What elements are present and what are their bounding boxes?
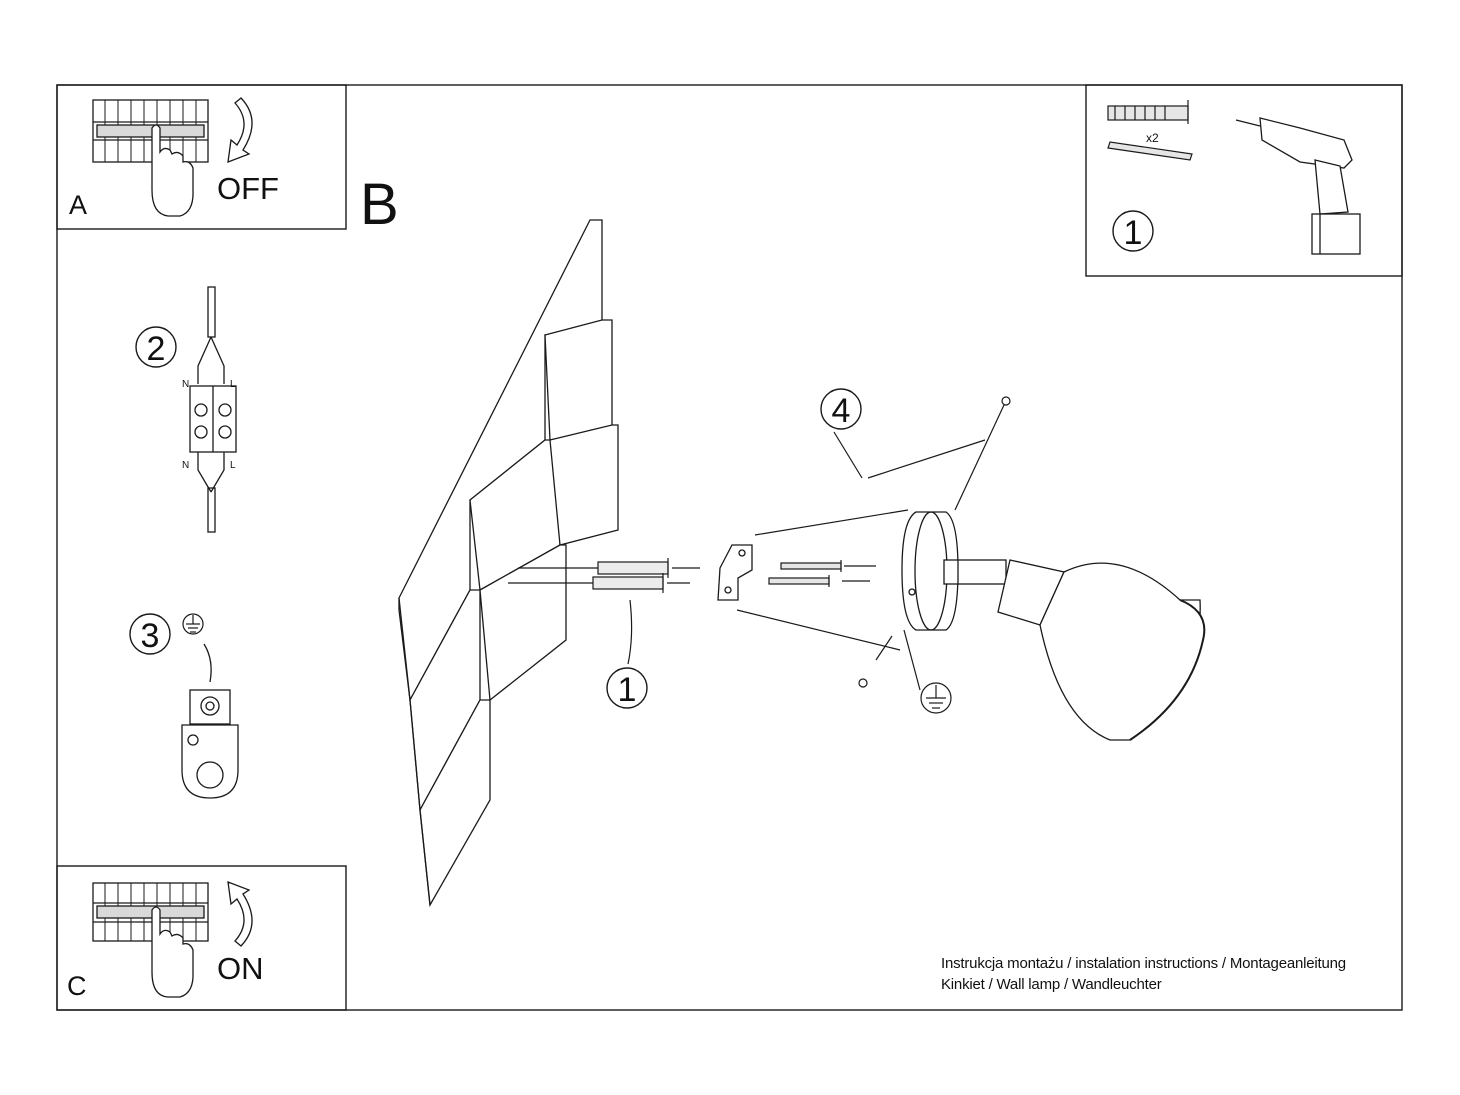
- step-3-marker: 3: [129, 613, 171, 655]
- panel-b-letter: B: [360, 172, 399, 237]
- off-label: OFF: [217, 171, 279, 206]
- svg-text:4: 4: [832, 392, 851, 430]
- lamp-shade: [997, 559, 1206, 741]
- terminal-n-top: N: [182, 379, 189, 390]
- wall-tiles: [398, 219, 619, 908]
- step-4-marker: 4: [820, 388, 862, 430]
- screw-icon: [768, 560, 876, 587]
- lamp-base: [901, 511, 1007, 631]
- svg-text:1: 1: [618, 671, 637, 709]
- earth-symbol-icon: [182, 613, 204, 635]
- panel-c-box: [56, 865, 347, 1011]
- on-label: ON: [217, 951, 264, 986]
- breaker-panel-icon: [92, 882, 209, 942]
- terminal-n-bottom: N: [182, 460, 189, 471]
- drill-icon: [1235, 117, 1361, 255]
- wall-plug-icon: [1107, 100, 1189, 124]
- caption-line-1: Instrukcja montażu / instalation instruc…: [941, 955, 1346, 972]
- quantity-label: x2: [1146, 131, 1159, 145]
- terminal-block-icon: [189, 286, 237, 533]
- mounting-bracket: [717, 544, 753, 601]
- hand-icon: [151, 124, 194, 217]
- caption: Instrukcja montażu / instalation instruc…: [941, 953, 1346, 995]
- svg-text:1: 1: [1124, 214, 1143, 252]
- earth-symbol-icon: [903, 629, 952, 714]
- screw-icon: [858, 396, 1011, 688]
- step-1-mount-marker: 1: [606, 599, 648, 709]
- step-1-tools-marker: 1: [1112, 210, 1154, 252]
- wall-plug-icon: [508, 558, 700, 593]
- panel-a-letter: A: [69, 190, 87, 220]
- earth-clamp-icon: [181, 643, 239, 799]
- svg-text:2: 2: [147, 330, 166, 368]
- step-2-marker: 2: [135, 326, 177, 368]
- svg-text:3: 3: [141, 617, 160, 655]
- terminal-l-bottom: L: [230, 460, 236, 471]
- caption-line-2: Kinkiet / Wall lamp / Wandleuchter: [941, 976, 1162, 993]
- terminal-l-top: L: [230, 379, 236, 390]
- panel-a-box: [56, 84, 347, 230]
- hand-icon: [151, 906, 194, 998]
- outer-frame: [56, 84, 1403, 1011]
- tools-box: [1085, 84, 1403, 277]
- screw-icon: [1107, 141, 1193, 161]
- breaker-panel-icon: [92, 99, 209, 163]
- rotate-arrow-icon: [227, 97, 253, 163]
- panel-c-letter: C: [67, 971, 87, 1001]
- rotate-arrow-icon: [227, 881, 253, 947]
